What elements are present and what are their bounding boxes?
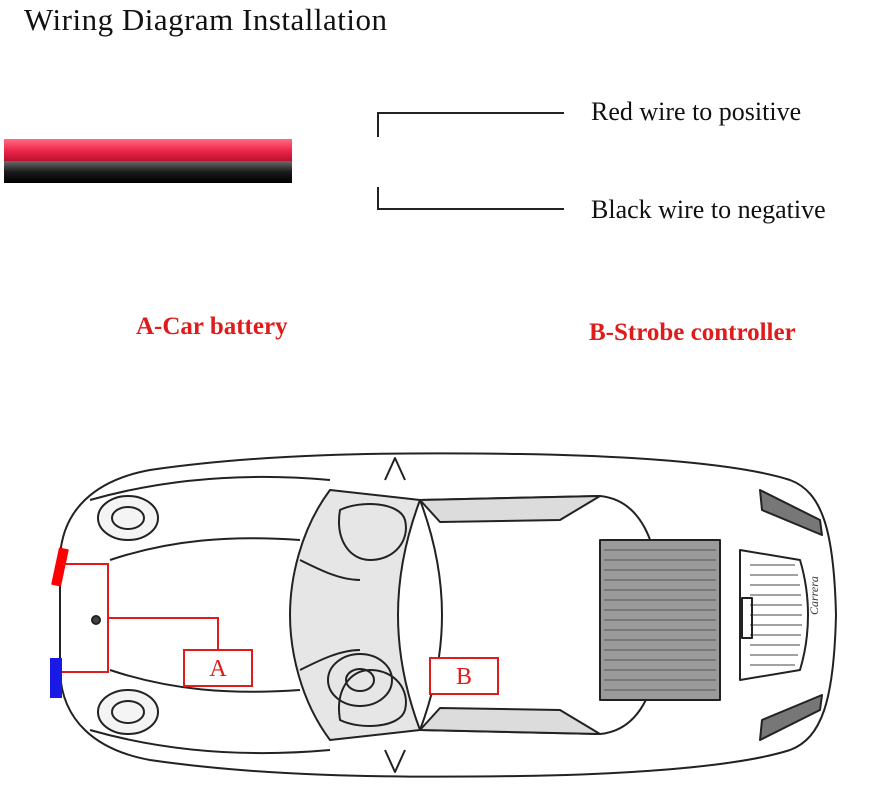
carrera-badge: Carrera: [807, 576, 821, 615]
headlight-top: [97, 495, 159, 541]
wire-leader-lines: [377, 112, 564, 210]
car-battery-label: A-Car battery: [136, 313, 288, 340]
strobe-light-blue: [50, 658, 62, 698]
two-wire-cable: [4, 139, 292, 183]
page-title: Wiring Diagram Installation: [24, 2, 388, 37]
red-leader-line: [377, 112, 564, 137]
red-wire-label: Red wire to positive: [591, 97, 802, 126]
black-wire-label: Black wire to negative: [591, 195, 826, 224]
car-top-view: Carrera A B: [50, 452, 837, 778]
black-wire: [4, 161, 292, 183]
hood-badge: [91, 615, 101, 625]
windshield: [289, 489, 421, 741]
box-b-label: B: [456, 664, 472, 690]
battery-lead-to-a: [108, 617, 219, 650]
black-leader-line: [377, 187, 564, 210]
box-b: [429, 657, 499, 695]
box-a: [183, 649, 253, 687]
strobe-light-red: [51, 547, 69, 587]
strobe-controller-label: B-Strobe controller: [589, 319, 796, 346]
box-a-label: A: [209, 656, 227, 682]
headlight-bottom: [97, 689, 159, 735]
red-wire: [4, 139, 292, 161]
